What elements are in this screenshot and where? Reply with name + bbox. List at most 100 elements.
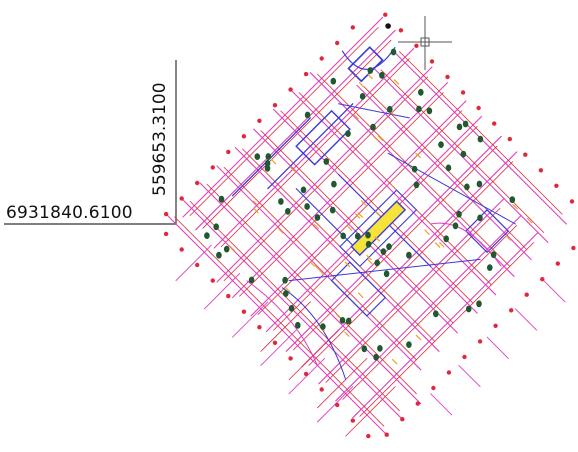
fixture-mark: [319, 270, 325, 276]
tree-symbol-icon: [456, 123, 463, 131]
tree-symbol-icon: [477, 135, 484, 143]
fixture-mark: [366, 255, 372, 261]
tree-symbol-icon: [406, 341, 412, 348]
tree-symbol-icon: [426, 107, 433, 115]
survey-point-icon: [288, 356, 293, 361]
road-line: [182, 16, 384, 218]
survey-point-icon: [400, 417, 405, 422]
tree-symbol-icon: [490, 251, 497, 259]
tree-symbol-icon: [288, 305, 295, 312]
road-line: [234, 147, 440, 352]
parcel-line: [220, 58, 410, 248]
tree-symbol-icon: [285, 208, 291, 215]
fixture-mark: [367, 259, 373, 265]
survey-point-icon: [415, 401, 420, 406]
survey-point-icon: [445, 74, 450, 80]
fixture-mark: [434, 242, 441, 248]
road-line: [352, 231, 539, 419]
fixture-mark: [344, 261, 351, 268]
survey-point-icon: [210, 165, 215, 170]
tree-symbol-icon: [411, 165, 418, 173]
survey-point-icon: [319, 56, 324, 61]
tree-symbol-icon: [278, 198, 284, 205]
fixture-mark: [313, 223, 319, 230]
extension-line: [458, 364, 481, 388]
utility-line: [288, 258, 481, 282]
fixture-mark: [367, 73, 373, 80]
parcel-line: [239, 92, 444, 297]
survey-point-icon: [210, 278, 215, 283]
survey-point-icon: [398, 28, 404, 33]
tree-symbol-icon: [460, 150, 467, 158]
tree-symbol-icon: [264, 160, 271, 167]
survey-point-icon: [303, 71, 309, 77]
extension-line: [288, 329, 340, 381]
extension-line: [316, 386, 354, 423]
tree-symbol-icon: [365, 231, 371, 239]
tree-symbol-icon: [456, 210, 462, 218]
tree-symbol-icon: [345, 317, 352, 325]
survey-point-icon: [226, 149, 231, 155]
fixture-mark: [415, 152, 421, 159]
survey-point-icon: [335, 40, 340, 46]
tree-symbol-icon: [264, 164, 271, 172]
fixture-mark: [270, 158, 277, 165]
parcel-line: [202, 39, 392, 229]
survey-point-icon: [163, 231, 169, 237]
tree-symbol-icon: [379, 71, 385, 79]
road-line: [195, 29, 396, 231]
site-plan-geometry: [163, 12, 576, 439]
parcel-line: [242, 148, 436, 342]
extension-line: [486, 336, 509, 359]
tree-symbol-icon: [304, 203, 310, 210]
utility-line: [231, 117, 312, 197]
survey-point-icon: [366, 433, 371, 439]
tree-symbol-icon: [476, 300, 482, 308]
tree-symbol-icon: [345, 130, 351, 138]
fixture-mark: [505, 235, 511, 241]
parcel-line: [359, 241, 535, 417]
tree-symbol-icon: [365, 240, 372, 248]
survey-point-icon: [257, 325, 262, 330]
tree-symbol-icon: [314, 214, 321, 221]
parcel-line: [292, 145, 498, 351]
fixture-mark: [253, 200, 259, 207]
survey-point-icon: [257, 118, 262, 124]
parcel-line: [223, 166, 417, 361]
fixture-mark: [253, 207, 259, 214]
fixture-mark: [354, 213, 361, 219]
survey-point-icon: [492, 121, 497, 126]
survey-point-icon: [241, 309, 247, 314]
tree-symbol-icon: [213, 223, 219, 231]
tree-symbol-icon: [331, 180, 337, 188]
tree-symbol-icon: [509, 196, 516, 204]
survey-point-icon: [507, 136, 512, 142]
tree-symbol-icon: [476, 180, 483, 188]
survey-point-icon: [462, 354, 467, 360]
tree-symbol-icon: [462, 120, 469, 128]
parcel-line: [308, 161, 513, 366]
extension-line: [260, 301, 311, 352]
tree-symbol-icon: [452, 222, 459, 230]
tree-symbol-icon: [354, 232, 361, 240]
fixture-mark: [372, 135, 379, 142]
parcel-line: [298, 92, 492, 286]
tree-symbol-icon: [283, 290, 289, 297]
fixture-mark: [357, 212, 363, 218]
survey-point-icon: [350, 418, 355, 423]
parcel-line: [325, 207, 501, 383]
fixture-mark: [360, 200, 367, 206]
fixture-mark: [439, 242, 445, 248]
tree-symbol-icon: [438, 141, 444, 149]
fixture-mark: [229, 245, 235, 252]
tree-symbol-icon: [339, 317, 346, 324]
fixture-mark: [289, 166, 295, 172]
extension-line: [430, 393, 453, 416]
survey-point-icon: [335, 402, 340, 408]
survey-point-icon: [241, 134, 247, 139]
curved-utility: [281, 287, 347, 380]
extension-line: [345, 386, 396, 437]
fixture-mark: [278, 228, 284, 234]
